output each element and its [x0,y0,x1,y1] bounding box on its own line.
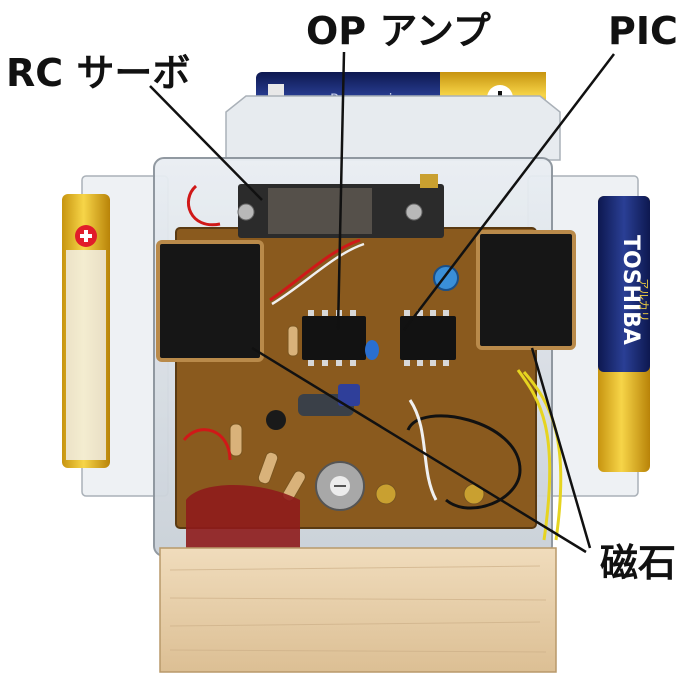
transistor [266,410,286,430]
magnet-left [156,240,264,362]
label-op-amp: OP アンプ [306,9,491,53]
right-battery: TOSHIBA アルカリ [598,196,650,472]
right-battery-brand: TOSHIBA [618,235,643,345]
top-bracket [225,95,561,161]
label-magnet: 磁石 [600,541,677,585]
label-rc-servo: RC サーボ [6,51,191,95]
op-amp-chip [302,310,366,366]
motor-glue [186,485,300,548]
circuit-board [176,228,536,528]
right-battery-sub: アルカリ [637,278,650,322]
pic-chip [400,310,456,366]
resistors [229,325,306,502]
capacitor-blue [365,340,379,360]
leader-lines [149,51,615,554]
magnet-right [476,230,576,350]
label-pic: PIC [608,9,678,53]
left-battery [62,194,110,468]
